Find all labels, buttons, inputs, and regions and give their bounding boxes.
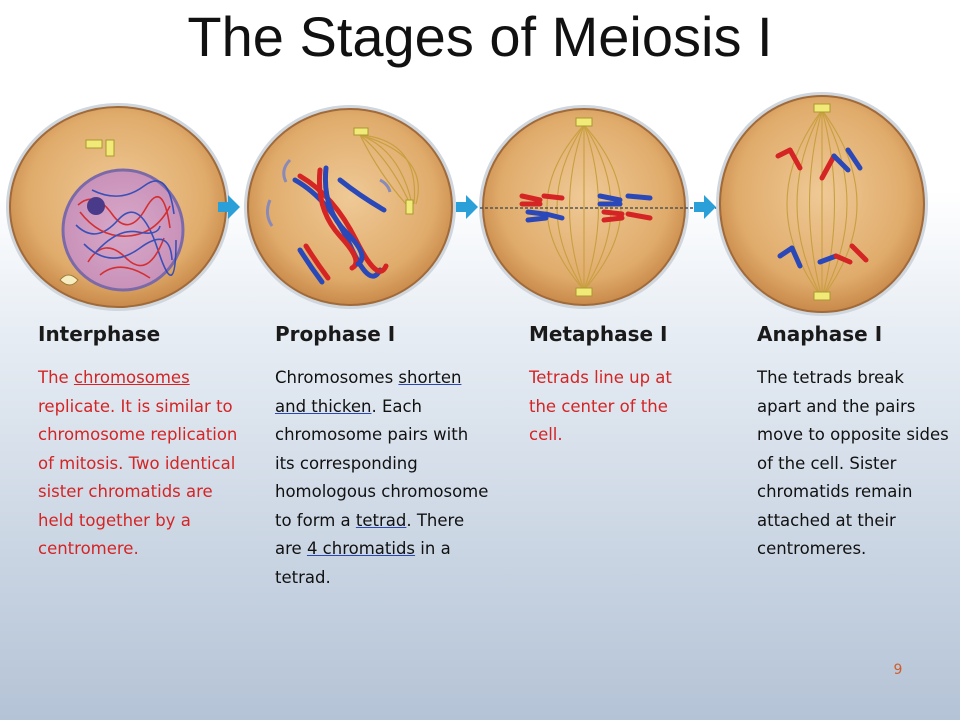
stage-description: Tetrads line up at the center of the cel… (529, 368, 672, 444)
metaphase-cell (479, 105, 720, 309)
stage-title: Anaphase I (757, 322, 883, 346)
stage-title: Interphase (38, 322, 161, 346)
centrosome-icon (575, 117, 593, 297)
stage-description: The chromosomes replicate. It is similar… (38, 368, 238, 558)
stage-anaphase: Anaphase I The tetrads break apart and t… (757, 322, 953, 564)
slide-title: The Stages of Meiosis I (187, 5, 773, 68)
arrow-right-icon (694, 195, 716, 219)
stage-description: Chromosomes shorten and thicken. Each ch… (275, 368, 489, 587)
stage-metaphase: Metaphase I Tetrads line up at the cente… (529, 322, 689, 450)
meiosis-illustration (6, 92, 928, 316)
interphase-cell (6, 103, 230, 311)
anaphase-cell (716, 92, 928, 316)
page-number: 9 (893, 662, 903, 678)
stage-title: Prophase I (275, 322, 396, 346)
prophase-cell (244, 105, 456, 309)
arrow-right-icon (456, 195, 478, 219)
centrosome-icon (85, 139, 115, 157)
centrosome-icon (353, 127, 414, 215)
stage-interphase: Interphase The chromosomes replicate. It… (38, 322, 243, 564)
centrosome-icon (813, 103, 831, 301)
stage-prophase: Prophase I Chromosomes shorten and thick… (275, 322, 493, 592)
stage-description: The tetrads break apart and the pairs mo… (757, 368, 949, 558)
arrow-right-icon (218, 195, 240, 219)
stage-title: Metaphase I (529, 322, 668, 346)
